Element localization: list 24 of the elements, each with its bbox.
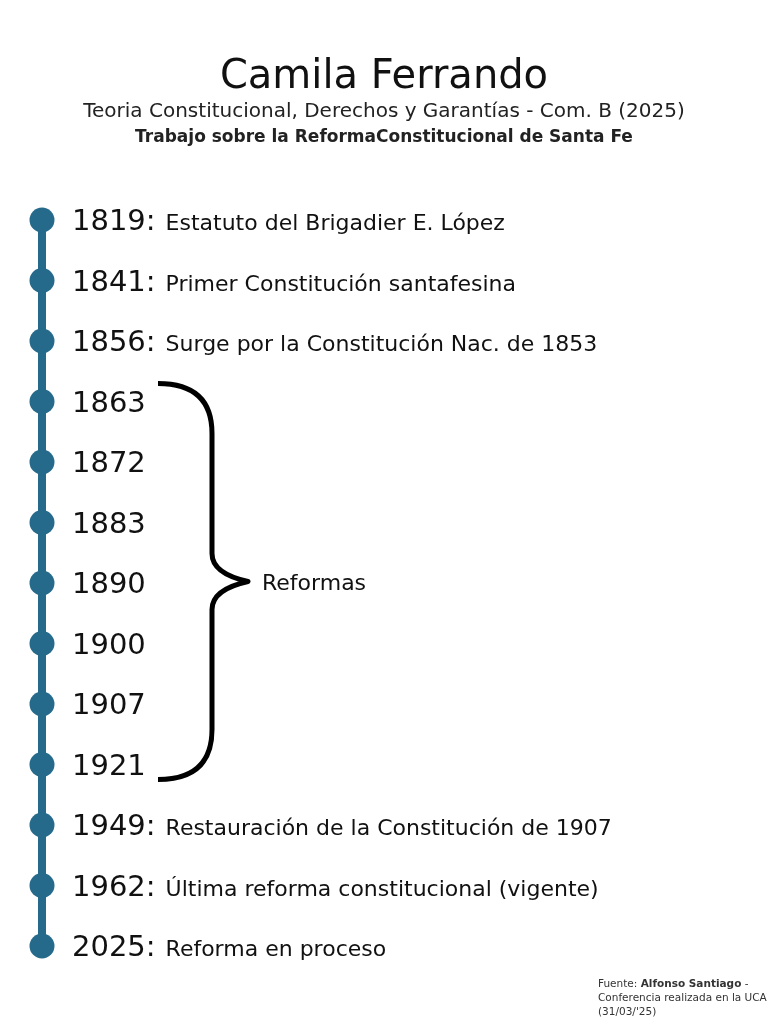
source-note: Fuente: Alfonso Santiago - Conferencia realizada en la UCA (31/03/'25) [598, 976, 768, 1018]
event-description: Última reforma constitucional (vigente) [165, 874, 599, 903]
year: 1907 [72, 686, 146, 723]
year: 2025: [72, 928, 156, 965]
year: 1890 [72, 565, 146, 602]
event-description: Restauración de la Constitución de 1907 [165, 814, 612, 842]
year: 1841: [72, 262, 156, 300]
title: Camila Ferrando [218, 50, 550, 98]
brace-label: Reformas [262, 569, 367, 597]
year: 1921 [72, 746, 146, 784]
year: 1819: [72, 202, 156, 239]
event-description: Surge por la Constitución Nac. de 1853 [165, 330, 598, 358]
year: 1856: [72, 323, 156, 360]
event-description: Primer Constitución santafesina [165, 269, 517, 298]
event-description: Reforma en proceso [165, 935, 387, 963]
event-description: Estatuto del Brigadier E. López [165, 209, 505, 237]
year: 1949: [72, 807, 156, 844]
year: 1863 [72, 383, 146, 421]
year: 1962: [72, 867, 156, 905]
subtitle: Trabajo sobre la ReformaConstitucional de Santa Fe [134, 125, 634, 148]
year: 1883 [72, 504, 146, 542]
year: 1872 [72, 444, 146, 481]
year: 1900 [72, 625, 146, 663]
subtitle: Teoria Constitucional, Derechos y Garantías - Com. B (2025) [82, 97, 686, 123]
